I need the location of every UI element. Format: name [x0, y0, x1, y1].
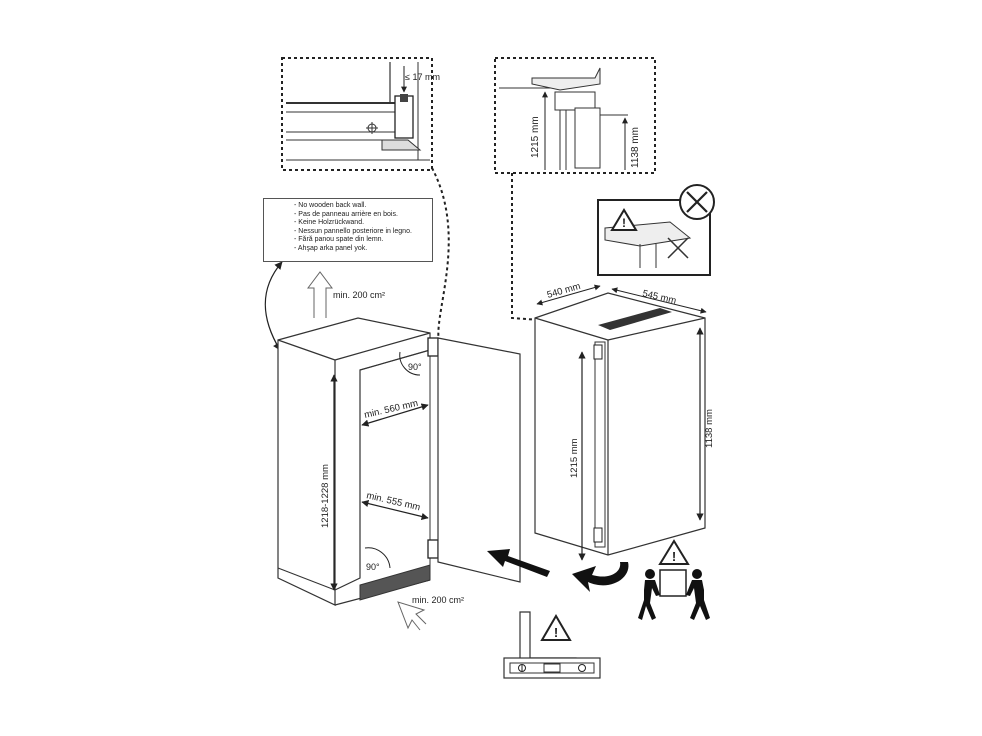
- warning-notes-list: - No wooden back wall. - Pas de panneau …: [294, 202, 412, 254]
- angle-bottom-label: 90°: [366, 562, 380, 572]
- push-in-arrow-icon: [487, 549, 550, 577]
- warning-note: - Ahşap arka panel yok.: [294, 244, 368, 252]
- angle-top-label: 90°: [408, 362, 422, 372]
- svg-text:!: !: [622, 216, 626, 230]
- hinge-gap-detail: ≤ 17 mm: [281, 57, 440, 171]
- tilt-arrow-icon: [572, 562, 629, 592]
- warning-triangle-icon: !: [658, 539, 690, 565]
- prohibited-icon: [679, 184, 715, 220]
- warning-triangle-icon: !: [540, 614, 572, 641]
- cabinet-niche: min. 200 cm² 90° 90° min. 560 mm min. 55…: [277, 271, 521, 631]
- two-person-lift: !: [638, 539, 710, 620]
- person-left-icon: [638, 569, 660, 620]
- handling-detail: !: [597, 184, 715, 276]
- height-detail: 1215 mm 1138 mm: [494, 57, 656, 174]
- warning-note: - Keine Holzrückwand.: [294, 219, 365, 227]
- hinge-bottom-icon: [427, 539, 439, 559]
- level-square-warning: !: [503, 611, 601, 679]
- appliance: 540 mm 545 mm 1215 mm 1138 mm: [534, 281, 715, 561]
- warning-triangle-icon: !: [610, 208, 638, 231]
- svg-text:!: !: [554, 625, 558, 640]
- warning-note: - No wooden back wall.: [294, 202, 367, 209]
- hinge-top-icon: [427, 337, 439, 357]
- top-gap-label: ≤ 17 mm: [405, 72, 440, 82]
- appliance-height-front-label: 1215 mm: [569, 438, 580, 478]
- niche-width-top-label: min. 560 mm: [363, 398, 419, 421]
- svg-text:!: !: [672, 549, 676, 564]
- detail-height-1138-label: 1138 mm: [630, 127, 641, 168]
- detail-leader-left: [431, 167, 450, 346]
- appliance-depth-label: 540 mm: [546, 281, 582, 301]
- niche-height-label: 1218-1228 mm: [320, 464, 331, 528]
- warning-note: - Pas de panneau arrière en bois.: [294, 210, 398, 218]
- appliance-height-side-label: 1138 mm: [704, 409, 715, 448]
- warning-note: - Nessun pannello posteriore in legno.: [294, 227, 412, 235]
- detail-leader-right: [511, 173, 541, 321]
- person-right-icon: [686, 569, 710, 620]
- vent-top-label: min. 200 cm²: [333, 290, 385, 300]
- vent-in-arrow: [397, 601, 427, 631]
- back-wall-warning-box: - No wooden back wall. - Pas de panneau …: [263, 198, 433, 262]
- appliance-hinge-top-icon: [593, 344, 603, 360]
- vent-bottom-label: min. 200 cm²: [412, 595, 464, 605]
- warning-link-arrow: [264, 261, 283, 351]
- warning-note: - Fără panou spate din lemn.: [294, 236, 384, 244]
- detail-height-1215-label: 1215 mm: [530, 116, 541, 158]
- vent-up-arrow: [307, 271, 333, 318]
- appliance-hinge-bottom-icon: [593, 527, 603, 543]
